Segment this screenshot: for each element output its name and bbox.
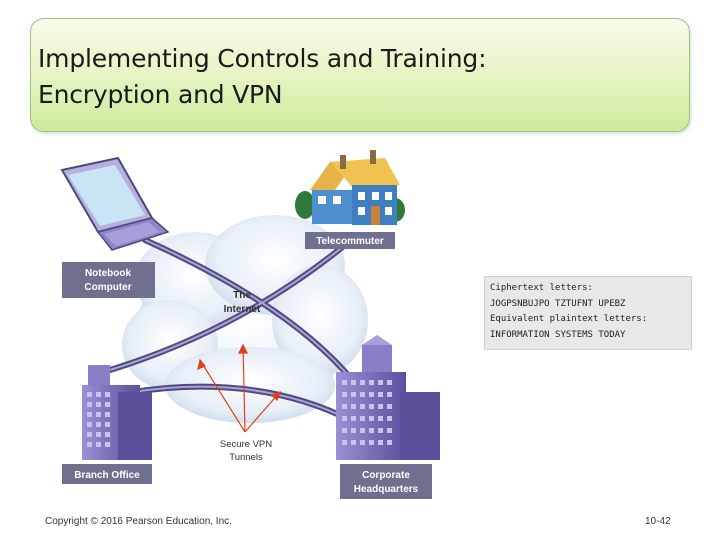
title-line-2: Encryption and VPN	[38, 80, 283, 109]
vpn-tunnels	[107, 237, 363, 423]
cipher-line-3: Equivalent plaintext letters:	[490, 314, 648, 324]
notebook-label-bg	[62, 262, 155, 298]
cipher-line-2: JOGPSNBUJPO TZTUFNT UPEBZ	[490, 298, 626, 309]
copyright-text: Copyright © 2016 Pearson Education, Inc.	[45, 516, 232, 527]
branch-office-label: Branch Office	[74, 470, 140, 481]
cipher-line-4: INFORMATION SYSTEMS TODAY	[490, 329, 626, 340]
cipher-line-1: Ciphertext letters:	[490, 283, 593, 293]
branch-office-building-icon	[82, 365, 152, 460]
slide-title: Implementing Controls and Training: Encr…	[38, 41, 678, 113]
vpn-arrows	[197, 343, 282, 433]
vpn-label-line2: Tunnels	[229, 452, 263, 463]
corporate-hq-building-icon	[336, 335, 440, 460]
telecommuter-label: Telecommuter	[316, 236, 384, 247]
title-box: Implementing Controls and Training: Encr…	[30, 18, 690, 132]
title-line-1: Implementing Controls and Training:	[38, 44, 487, 73]
branch-office-label-bg	[62, 464, 152, 484]
telecommuter-label-bg	[305, 232, 395, 249]
cipher-example-box: Ciphertext letters: JOGPSNBUJPO TZTUFNT …	[484, 276, 692, 350]
hq-label-line2: Headquarters	[354, 484, 419, 495]
vpn-diagram: Notebook Computer Telecommuter The Inter…	[60, 150, 440, 499]
telecommuter-house-icon	[295, 150, 405, 225]
notebook-label-line2: Computer	[84, 282, 131, 293]
page-number: 10-42	[645, 516, 671, 527]
hq-label-line1: Corporate	[362, 470, 410, 481]
hq-label-bg	[340, 464, 432, 499]
notebook-label-line1: Notebook	[85, 268, 132, 279]
notebook-computer-icon	[60, 156, 170, 251]
internet-label-line2: Internet	[224, 304, 261, 315]
vpn-label-line1: Secure VPN	[220, 439, 272, 450]
internet-label-line1: The	[233, 290, 251, 301]
